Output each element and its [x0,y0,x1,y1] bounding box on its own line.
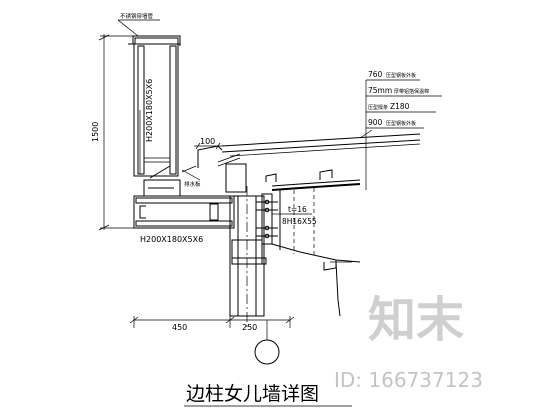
dimension-1500 [98,34,134,231]
main-column [229,186,267,328]
drawing-title: 边柱女儿墙详图 [186,383,319,405]
bottom-dimensions [129,316,295,328]
purlin-3 [323,260,337,271]
legend-4-note: 压型钢板外板 [386,120,416,127]
legend-1-note: 压型钢板外板 [386,72,416,79]
watermark-brand: 知末 [368,292,464,348]
purlin-2 [319,169,333,180]
dim-250-label: 250 [242,323,257,332]
eave-upstand [197,145,247,193]
connection-plate [256,193,312,245]
horizontal-section-label: H200X180X5X6 [140,235,203,244]
plate-bolts-label: 8H16X55 [282,217,317,226]
lower-column-segment [330,261,352,317]
top-note-leader [117,19,139,37]
gutter-bracket [143,165,201,196]
legend-4-value: 900 [368,118,383,127]
grid-axis-bubble [254,320,280,365]
plate-thickness-label: t=16 [288,205,307,214]
legend-3-prefix: 压型檩条 [368,104,388,111]
watermark-id: ID: 166737123 [334,368,483,392]
horizontal-beam [133,195,235,229]
purlin-1 [265,173,277,182]
layer-legend [359,79,442,190]
legend-3-code: Z180 [390,102,410,111]
dim-100-label: 100 [200,137,215,146]
top-note-label: 不锈钢穿墙管 [120,12,154,20]
drain-board-label: 排水板 [184,180,201,188]
legend-1-value: 760 [368,70,383,79]
legend-2-note: 厚带铝箔保温棉 [394,88,429,95]
dim-1500-label: 1500 [91,122,100,142]
parapet-column [133,43,179,177]
vertical-section-label: H200X180X5X6 [145,79,154,142]
dim-450-label: 450 [172,323,187,332]
roof-rafter [221,133,421,263]
legend-2-value: 75mm [368,86,392,95]
